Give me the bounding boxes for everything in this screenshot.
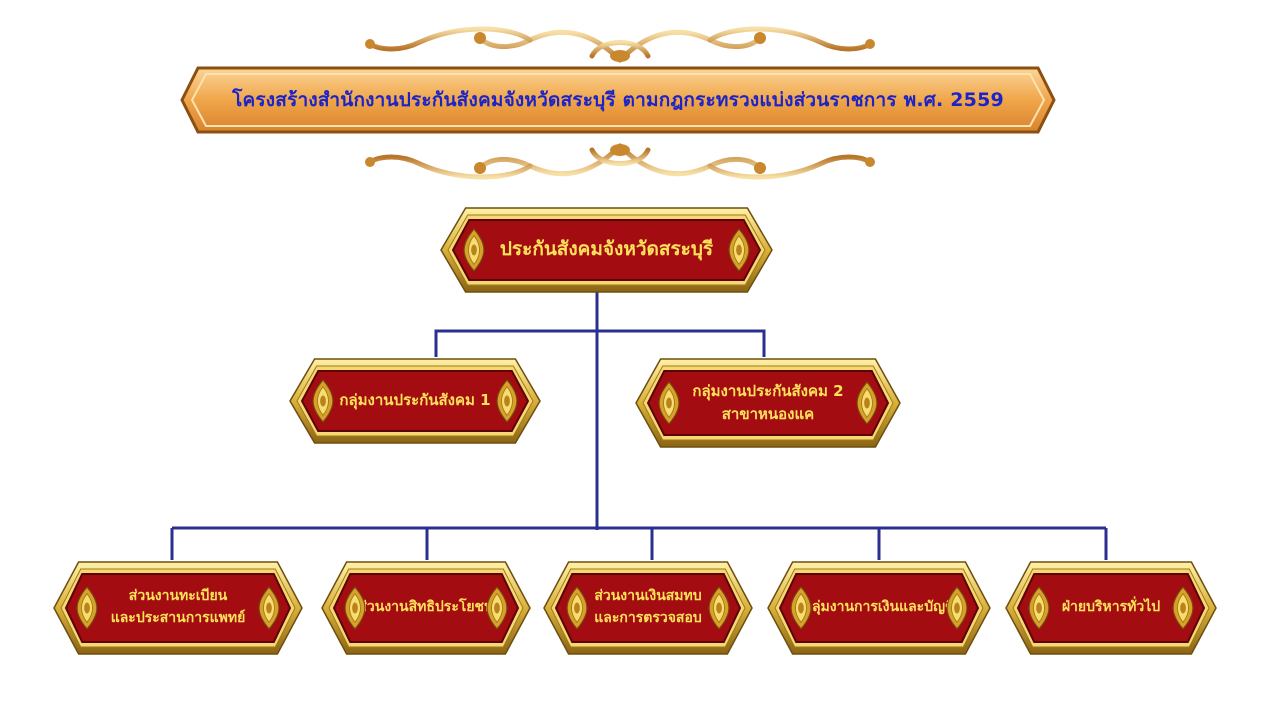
node-general-admin-label: ฝ่ายบริหารทั่วไป	[1004, 560, 1218, 656]
page-title: โครงสร้างสำนักงานประกันสังคมจังหวัดสระบุ…	[232, 89, 1004, 111]
title-banner: โครงสร้างสำนักงานประกันสังคมจังหวัดสระบุ…	[180, 66, 1056, 134]
node-insurance-group-1-line-1: กลุ่มงานประกันสังคม 1	[339, 391, 491, 410]
lotus-gem-right-icon	[856, 381, 878, 425]
node-benefits-section-line-1: ส่วนงานสิทธิประโยชน์	[358, 599, 494, 616]
lotus-gem-right-icon	[258, 586, 280, 630]
node-registration-section-line-1: ส่วนงานทะเบียน	[128, 588, 228, 605]
node-root: ประกันสังคมจังหวัดสระบุรี	[439, 206, 774, 294]
node-insurance-group-1: กลุ่มงานประกันสังคม 1	[288, 357, 542, 445]
scroll-ornament-top-icon	[365, 26, 875, 63]
node-finance-group: กลุ่มงานการเงินและบัญชี	[766, 560, 992, 656]
node-finance-group-label: กลุ่มงานการเงินและบัญชี	[766, 560, 992, 656]
node-insurance-group-1-label: กลุ่มงานประกันสังคม 1	[288, 357, 542, 445]
node-finance-group-line-1: กลุ่มงานการเงินและบัญชี	[803, 599, 955, 616]
node-frame	[53, 561, 303, 655]
lotus-gem-left-icon	[312, 379, 334, 423]
node-frame	[635, 358, 901, 448]
scroll-ornament-bottom-icon	[365, 143, 875, 180]
node-insurance-group-2: กลุ่มงานประกันสังคม 2 สาขาหนองแค	[634, 357, 902, 449]
node-contribution-section: ส่วนงานเงินสมทบ และการตรวจสอบ	[542, 560, 754, 656]
lotus-gem-left-icon	[463, 228, 485, 272]
node-insurance-group-2-line-1: กลุ่มงานประกันสังคม 2	[692, 381, 844, 400]
lotus-gem-right-icon	[708, 586, 730, 630]
node-registration-section-label: ส่วนงานทะเบียน และประสานการแพทย์	[52, 560, 304, 656]
lotus-gem-right-icon	[496, 379, 518, 423]
node-registration-section: ส่วนงานทะเบียน และประสานการแพทย์	[52, 560, 304, 656]
lotus-gem-right-icon	[486, 586, 508, 630]
lotus-gem-left-icon	[790, 586, 812, 630]
lotus-gem-right-icon	[1172, 586, 1194, 630]
node-insurance-group-2-label: กลุ่มงานประกันสังคม 2 สาขาหนองแค	[634, 357, 902, 449]
node-general-admin-line-1: ฝ่ายบริหารทั่วไป	[1061, 599, 1161, 616]
lotus-gem-left-icon	[566, 586, 588, 630]
node-contribution-section-label: ส่วนงานเงินสมทบ และการตรวจสอบ	[542, 560, 754, 656]
node-benefits-section-label: ส่วนงานสิทธิประโยชน์	[320, 560, 532, 656]
lotus-gem-left-icon	[658, 381, 680, 425]
node-general-admin: ฝ่ายบริหารทั่วไป	[1004, 560, 1218, 656]
node-root-line-1: ประกันสังคมจังหวัดสระบุรี	[499, 238, 714, 261]
lotus-gem-right-icon	[946, 586, 968, 630]
node-contribution-section-line-2: และการตรวจสอบ	[594, 610, 702, 626]
lotus-gem-left-icon	[344, 586, 366, 630]
node-root-label: ประกันสังคมจังหวัดสระบุรี	[439, 206, 774, 294]
node-benefits-section: ส่วนงานสิทธิประโยชน์	[320, 560, 532, 656]
node-insurance-group-2-line-2: สาขาหนองแค	[721, 405, 815, 423]
node-frame	[289, 358, 541, 444]
node-registration-section-line-2: และประสานการแพทย์	[110, 610, 246, 626]
node-frame	[321, 561, 531, 655]
node-contribution-section-line-1: ส่วนงานเงินสมทบ	[594, 588, 702, 605]
lotus-gem-left-icon	[1028, 586, 1050, 630]
node-frame	[440, 207, 773, 293]
node-frame	[543, 561, 753, 655]
lotus-gem-right-icon	[728, 228, 750, 272]
node-frame	[767, 561, 991, 655]
lotus-gem-left-icon	[76, 586, 98, 630]
node-frame	[1005, 561, 1217, 655]
